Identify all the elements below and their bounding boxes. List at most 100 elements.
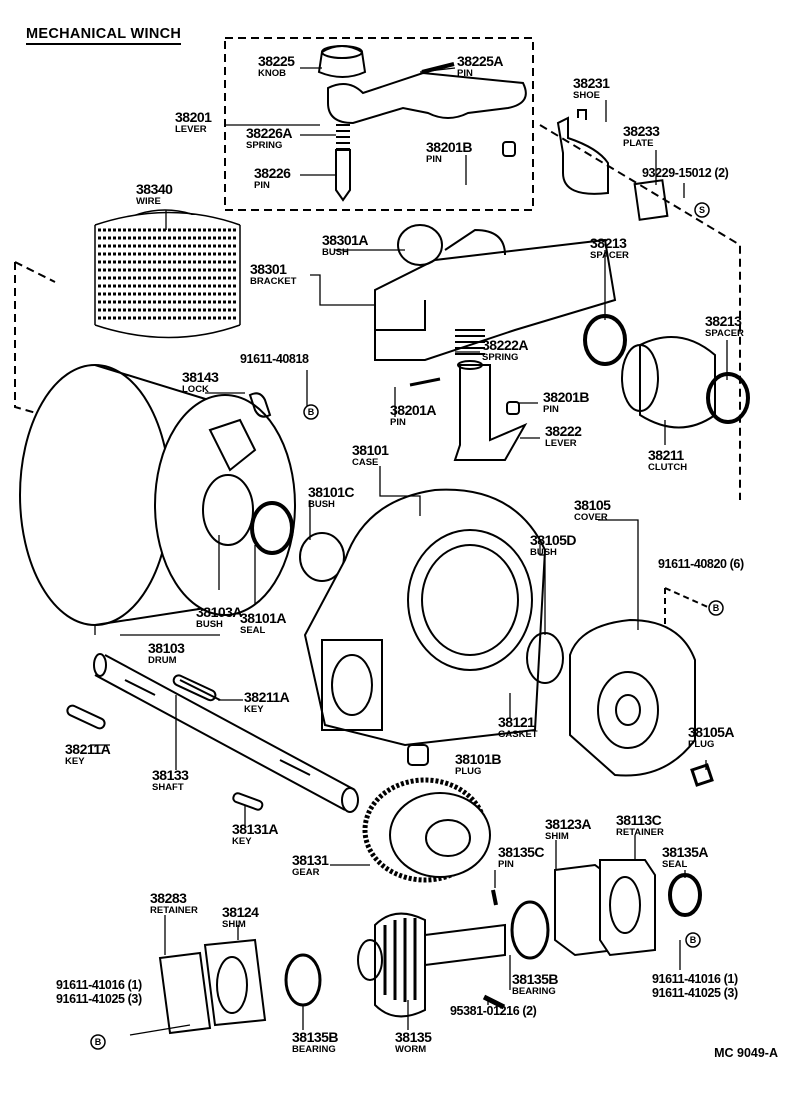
part-name: PIN	[457, 68, 473, 79]
pin-95381	[482, 994, 506, 1010]
retainer-38113c	[599, 859, 656, 957]
part-number: 38222A	[482, 337, 529, 353]
part-number: 38231	[573, 75, 610, 91]
bush-38101c	[299, 532, 345, 582]
part-name: SEAL	[662, 859, 688, 870]
bearing-38135b	[510, 900, 550, 960]
part-number: 38201B	[426, 139, 473, 155]
plug-38105a	[690, 763, 714, 787]
part-name: PLUG	[688, 739, 715, 750]
part-number: 38135C	[498, 844, 545, 860]
part-number: 38301A	[322, 232, 369, 248]
part-number: 38225A	[457, 53, 504, 69]
part-number: 38105A	[688, 724, 735, 740]
key-38131a	[232, 792, 264, 811]
drum-part	[19, 364, 296, 626]
part-number: 38226A	[246, 125, 293, 141]
part-number: 38211A	[244, 689, 290, 705]
part-number: 38283	[150, 890, 187, 906]
bracket-part	[374, 228, 617, 361]
seal-38101a	[250, 501, 294, 555]
part-number: 38131	[292, 852, 329, 868]
marker-s: S	[699, 205, 705, 215]
part-name: GEAR	[292, 867, 320, 878]
marker-b: B	[308, 407, 315, 417]
part-name: RETAINER	[150, 905, 198, 916]
part-name: RETAINER	[616, 827, 664, 838]
part-number: 38103	[148, 640, 185, 656]
hardware-code: 91611-41025 (3)	[56, 992, 142, 1006]
part-number: 38213	[590, 235, 627, 251]
bush-38301a	[397, 224, 443, 266]
lock-part	[248, 392, 272, 418]
lever-38222	[453, 364, 528, 461]
worm-part	[357, 912, 506, 1018]
part-name: SHAFT	[152, 782, 184, 793]
spring-part	[336, 124, 350, 150]
part-number: 38201A	[390, 402, 437, 418]
part-name: LOCK	[182, 384, 209, 395]
part-name: PLUG	[455, 766, 482, 777]
part-name: LEVER	[545, 438, 577, 449]
part-name: PIN	[426, 154, 442, 165]
part-name: PIN	[543, 404, 559, 415]
part-number: 38225	[258, 53, 295, 69]
part-name: WIRE	[136, 196, 161, 207]
key-38211a	[172, 674, 217, 702]
part-number: 38101B	[455, 751, 502, 767]
part-name: SHOE	[573, 90, 600, 101]
part-name: KEY	[65, 756, 85, 767]
part-name: SPACER	[590, 250, 629, 261]
part-number: 38201	[175, 109, 212, 125]
part-number: 38211A	[65, 741, 111, 757]
part-number: 38135B	[292, 1029, 339, 1045]
part-number: 38121	[498, 714, 535, 730]
pin-38135c	[491, 889, 498, 906]
hardware-code: 91611-40820 (6)	[658, 557, 744, 571]
part-name: SHIM	[222, 919, 246, 930]
part-name: PIN	[390, 417, 406, 428]
retainer-38283	[158, 951, 212, 1035]
part-number: 38340	[136, 181, 173, 197]
part-number: 38131A	[232, 821, 279, 837]
gear-part	[362, 777, 491, 883]
part-name: SEAL	[240, 625, 266, 636]
shoe-part	[556, 109, 609, 195]
part-name: GASKET	[498, 729, 538, 740]
part-name: SPRING	[482, 352, 519, 363]
part-name: PIN	[254, 180, 270, 191]
lever-part	[327, 71, 527, 125]
hardware-code: 95381-01216 (2)	[450, 1004, 537, 1018]
hardware-code: 91611-40818	[240, 352, 309, 366]
part-number: 38143	[182, 369, 219, 385]
part-name: PIN	[498, 859, 514, 870]
part-number: 38133	[152, 767, 189, 783]
hardware-code: 91611-41016 (1)	[56, 978, 142, 992]
part-name: BUSH	[530, 547, 557, 558]
part-number: 38101C	[308, 484, 355, 500]
part-name: COVER	[574, 512, 608, 523]
pin-38201a	[409, 377, 441, 387]
pin-38201b	[502, 141, 516, 157]
part-name: BRACKET	[250, 276, 297, 287]
cover-part	[569, 618, 696, 777]
